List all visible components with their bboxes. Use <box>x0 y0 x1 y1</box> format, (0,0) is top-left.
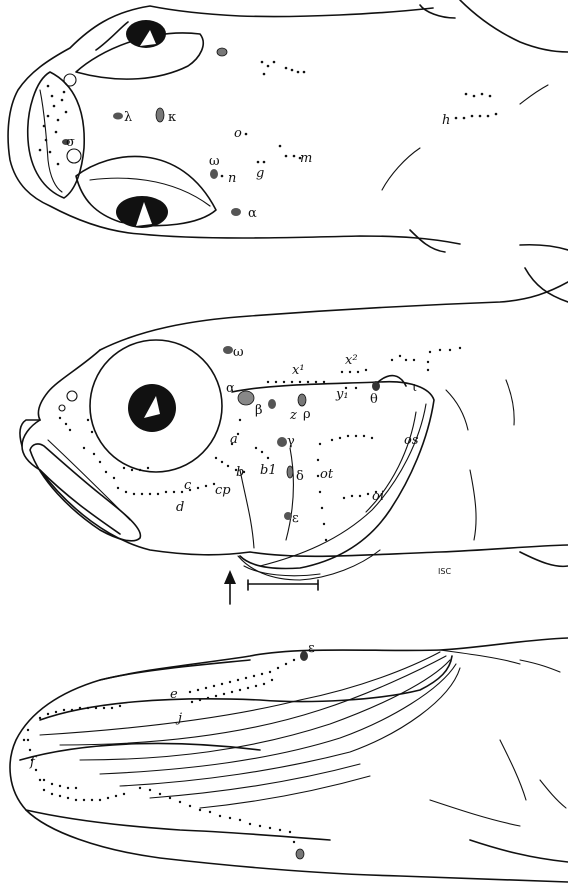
photophore-alpha <box>231 208 241 216</box>
label-m: m <box>300 151 312 166</box>
dorsal-upper-eye <box>126 20 166 48</box>
label-rho: ρ <box>303 407 311 422</box>
lateral-dorsal-outline <box>100 282 568 350</box>
label-omega-lateral: ω <box>233 345 244 360</box>
lateral-eye <box>128 384 176 432</box>
label-cp: cp <box>215 483 231 498</box>
label-theta: θ <box>370 392 378 407</box>
label-epsilon-ventral: ε <box>308 641 315 656</box>
dorsal-outline <box>8 6 460 244</box>
label-z: z <box>289 408 297 423</box>
photophore-omega <box>210 169 218 179</box>
label-lambda: λ <box>124 110 132 125</box>
photophore-epsilon-ventral-upper <box>300 651 308 661</box>
lateral-ventral-outline <box>40 470 568 556</box>
label-e: e <box>170 687 178 702</box>
ventral-view-panel: ε e j f <box>10 638 568 882</box>
arrow-pointer <box>224 570 236 604</box>
label-delta: δ <box>296 469 304 484</box>
label-x1: x¹ <box>292 363 305 378</box>
label-o: o <box>234 126 242 141</box>
photophore-lambda <box>113 113 123 120</box>
dorsal-snout <box>28 72 84 198</box>
label-g: g <box>256 166 264 181</box>
lateral-view-panel: ω α β z ρ θ ι x¹ x² y₁ a b b1 c cp d γ δ… <box>20 268 568 604</box>
label-iota: ι <box>412 380 417 395</box>
nostril-upper <box>64 74 76 86</box>
photophore-dorsal-upper <box>217 48 227 56</box>
photophore-kappa <box>156 108 164 122</box>
upper-jaw <box>22 420 120 534</box>
dorsal-view-panel: λ κ σ ω α o m n g h <box>8 0 568 252</box>
label-n: n <box>228 171 236 186</box>
label-beta: β <box>255 403 263 418</box>
label-f: f <box>29 755 37 770</box>
label-alpha: α <box>248 206 257 221</box>
label-gamma: γ <box>287 434 295 449</box>
photophore-rho <box>298 394 306 406</box>
lateral-nostril <box>67 391 77 401</box>
dorsal-outline-right <box>460 0 568 52</box>
photophore-gamma <box>277 437 287 447</box>
nostril-lower <box>67 149 81 163</box>
lateral-pore-dots <box>59 347 461 541</box>
lower-jaw <box>30 444 140 541</box>
label-os: os <box>404 433 419 448</box>
label-x2: x² <box>345 353 358 368</box>
label-a: a <box>230 432 238 447</box>
organ-iota-curve <box>378 376 406 386</box>
label-b1: b1 <box>260 463 277 478</box>
dorsal-lower-eye <box>116 196 168 228</box>
photophore-theta <box>372 381 380 391</box>
photophore-delta <box>287 466 293 478</box>
label-epsilon-lateral: ε <box>292 511 299 526</box>
photophore-ventral-lower <box>296 849 304 859</box>
label-h: h <box>442 113 450 128</box>
photophore-omega-lateral <box>223 346 233 354</box>
artist-signature: ISC <box>438 567 451 576</box>
label-sigma: σ <box>66 135 75 150</box>
label-oi: oi <box>372 489 384 504</box>
label-d: d <box>176 500 184 515</box>
label-ot: ot <box>320 467 334 482</box>
photophore-beta <box>268 399 276 409</box>
label-c: c <box>184 478 192 493</box>
photophore-alpha-lateral <box>238 391 254 405</box>
label-y1: y₁ <box>335 387 349 402</box>
label-kappa: κ <box>168 110 176 125</box>
label-j: j <box>175 711 182 726</box>
label-omega: ω <box>209 154 220 169</box>
label-alpha-lateral: α <box>226 381 235 396</box>
photophore-epsilon <box>284 512 292 520</box>
label-b: b <box>236 465 244 480</box>
